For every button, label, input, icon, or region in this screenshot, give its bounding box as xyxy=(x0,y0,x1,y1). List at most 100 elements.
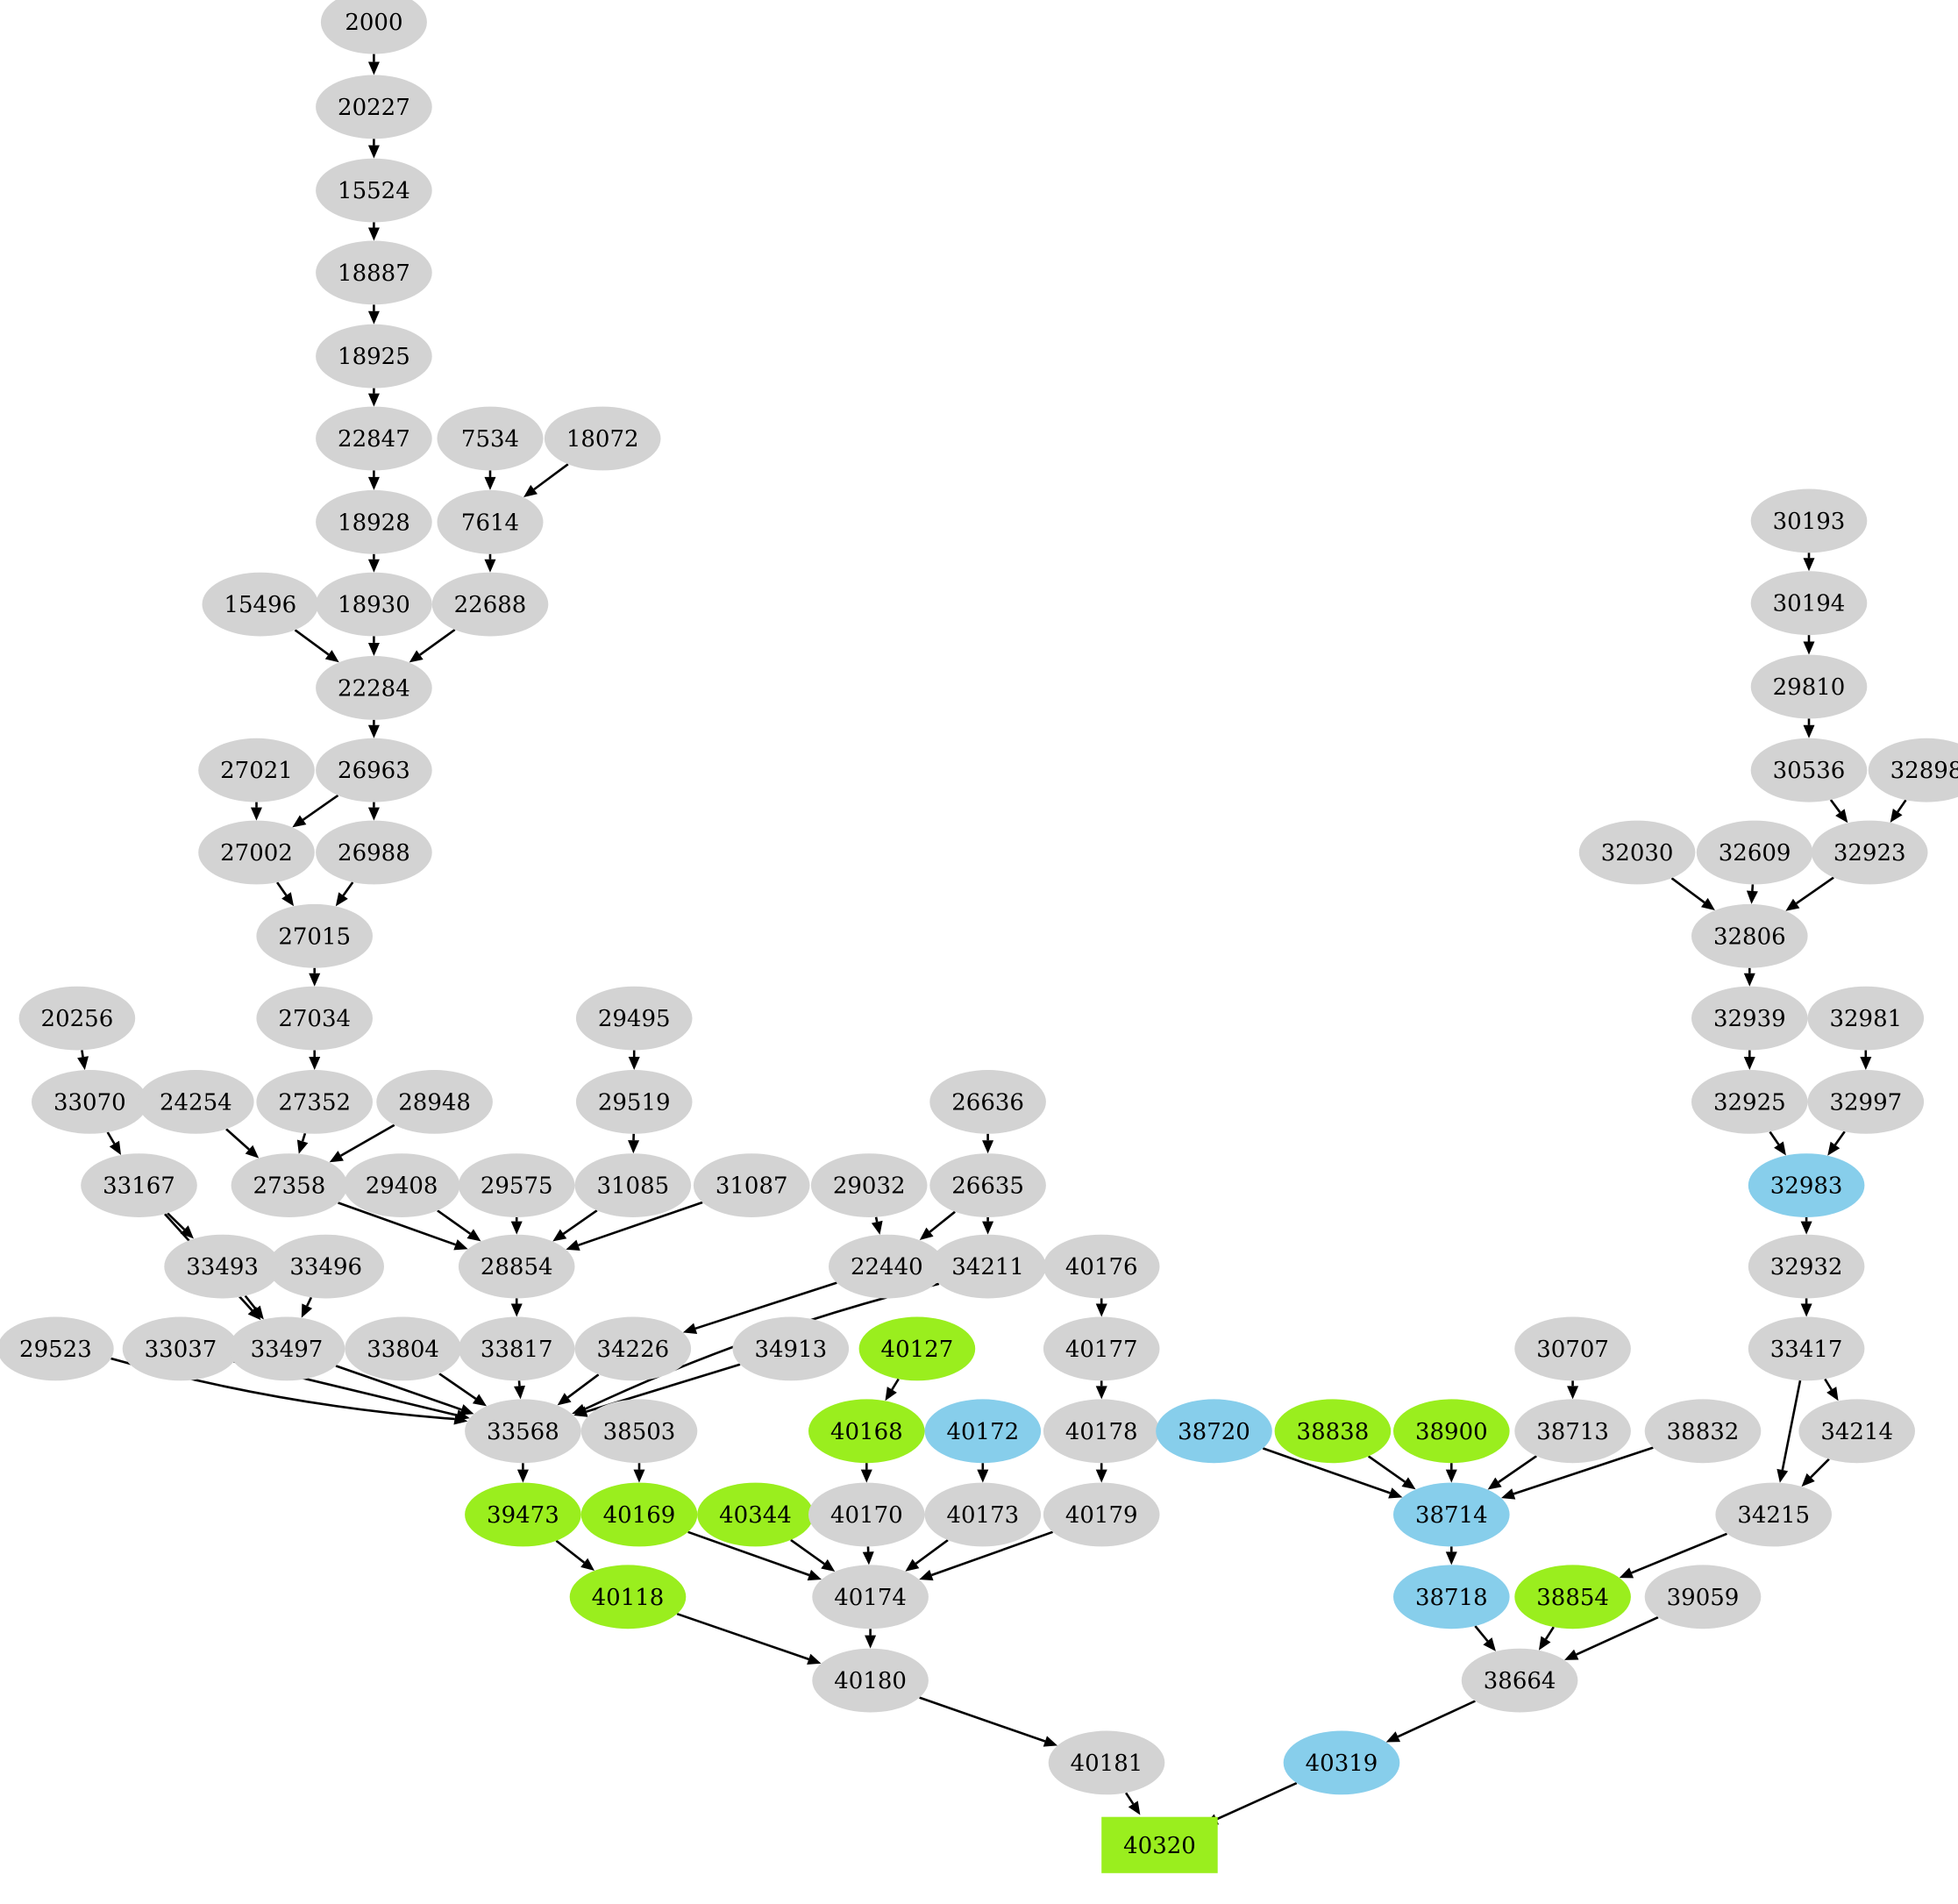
graph-node[interactable]: 32806 xyxy=(1691,903,1808,968)
node-shape[interactable] xyxy=(929,1153,1046,1217)
graph-node[interactable]: 40180 xyxy=(812,1648,929,1713)
node-shape[interactable] xyxy=(437,489,544,554)
node-shape[interactable] xyxy=(1393,1399,1510,1464)
node-shape[interactable] xyxy=(1696,820,1813,885)
graph-node[interactable]: 38900 xyxy=(1393,1399,1510,1464)
graph-node[interactable]: 18928 xyxy=(316,489,432,554)
node-shape[interactable] xyxy=(316,158,432,223)
node-shape[interactable] xyxy=(1750,488,1868,553)
graph-node[interactable]: 22284 xyxy=(316,656,432,720)
graph-node[interactable]: 34913 xyxy=(732,1316,850,1381)
node-shape[interactable] xyxy=(697,1482,814,1547)
node-shape[interactable] xyxy=(122,1316,239,1381)
graph-node[interactable]: 40118 xyxy=(569,1565,687,1629)
node-shape[interactable] xyxy=(1274,1399,1392,1464)
node-shape[interactable] xyxy=(1043,1482,1160,1547)
graph-node[interactable]: 27021 xyxy=(198,738,315,802)
node-shape[interactable] xyxy=(164,1234,281,1299)
node-shape[interactable] xyxy=(376,1070,493,1134)
node-shape[interactable] xyxy=(1283,1730,1400,1795)
graph-node[interactable]: 32981 xyxy=(1807,986,1925,1051)
node-shape[interactable] xyxy=(1748,1153,1865,1217)
graph-node[interactable]: 30194 xyxy=(1750,571,1868,636)
graph-node[interactable]: 40179 xyxy=(1043,1482,1160,1547)
graph-node[interactable]: 38713 xyxy=(1514,1399,1631,1464)
graph-node[interactable]: 38503 xyxy=(580,1399,698,1464)
node-shape[interactable] xyxy=(1691,986,1808,1051)
graph-node[interactable]: 22688 xyxy=(431,572,549,637)
node-shape[interactable] xyxy=(316,572,432,637)
graph-node[interactable]: 30707 xyxy=(1514,1316,1631,1381)
node-shape[interactable] xyxy=(316,656,432,720)
node-shape[interactable] xyxy=(1043,1316,1160,1381)
node-shape[interactable] xyxy=(256,903,374,968)
graph-node[interactable]: 32983 xyxy=(1748,1153,1865,1217)
graph-node[interactable]: 38718 xyxy=(1393,1565,1510,1629)
node-shape[interactable] xyxy=(316,406,432,471)
graph-node[interactable]: 15496 xyxy=(202,572,319,637)
graph-node[interactable]: 29495 xyxy=(575,986,693,1051)
graph-node[interactable]: 38854 xyxy=(1514,1565,1631,1629)
node-shape[interactable] xyxy=(1156,1399,1272,1464)
node-shape[interactable] xyxy=(316,75,432,139)
graph-node[interactable]: 24254 xyxy=(138,1070,254,1134)
node-shape[interactable] xyxy=(231,1153,348,1217)
graph-node[interactable]: 40170 xyxy=(808,1482,925,1547)
graph-node[interactable]: 26636 xyxy=(929,1070,1046,1134)
graph-node[interactable]: 33804 xyxy=(345,1316,461,1381)
node-shape[interactable] xyxy=(81,1153,197,1217)
node-shape[interactable] xyxy=(228,1316,345,1381)
node-shape[interactable] xyxy=(1393,1482,1510,1547)
graph-node[interactable]: 27015 xyxy=(256,903,374,968)
graph-node[interactable]: 31085 xyxy=(574,1153,692,1217)
graph-node[interactable]: 33496 xyxy=(267,1234,385,1299)
node-shape[interactable] xyxy=(0,1316,114,1381)
node-shape[interactable] xyxy=(316,489,432,554)
node-shape[interactable] xyxy=(267,1234,385,1299)
node-shape[interactable] xyxy=(465,1399,581,1464)
graph-node[interactable]: 33167 xyxy=(81,1153,197,1217)
node-shape[interactable] xyxy=(458,1153,575,1217)
node-shape[interactable] xyxy=(1644,1565,1762,1629)
graph-node[interactable]: 29032 xyxy=(810,1153,928,1217)
graph-node[interactable]: 40169 xyxy=(580,1482,698,1547)
node-shape[interactable] xyxy=(1807,986,1925,1051)
graph-node[interactable]: 34226 xyxy=(574,1316,692,1381)
graph-node[interactable]: 39473 xyxy=(465,1482,581,1547)
node-shape[interactable] xyxy=(924,1399,1042,1464)
graph-node[interactable]: 20256 xyxy=(18,986,136,1051)
node-shape[interactable] xyxy=(465,1482,581,1547)
node-shape[interactable] xyxy=(316,820,432,885)
graph-node[interactable]: 27358 xyxy=(231,1153,348,1217)
graph-node[interactable]: 27034 xyxy=(256,986,374,1051)
node-shape[interactable] xyxy=(316,240,432,305)
graph-node[interactable]: 2000 xyxy=(320,0,427,54)
graph-node[interactable]: 40344 xyxy=(697,1482,814,1547)
node-shape[interactable] xyxy=(1578,820,1696,885)
graph-node[interactable]: 28854 xyxy=(458,1234,575,1299)
node-shape[interactable] xyxy=(32,1070,148,1134)
node-shape[interactable] xyxy=(1043,1234,1160,1299)
graph-node[interactable]: 18072 xyxy=(544,406,661,471)
node-shape[interactable] xyxy=(1715,1482,1832,1547)
graph-node[interactable]: 38714 xyxy=(1393,1482,1510,1547)
node-shape[interactable] xyxy=(1691,903,1808,968)
graph-node[interactable]: 26635 xyxy=(929,1153,1046,1217)
graph-node[interactable]: 29575 xyxy=(458,1153,575,1217)
node-shape[interactable] xyxy=(808,1482,925,1547)
graph-node[interactable]: 34211 xyxy=(929,1234,1046,1299)
node-shape[interactable] xyxy=(316,738,432,802)
graph-node[interactable]: 40127 xyxy=(858,1316,976,1381)
node-shape[interactable] xyxy=(18,986,136,1051)
graph-node[interactable]: 34215 xyxy=(1715,1482,1832,1547)
node-shape[interactable] xyxy=(812,1565,929,1629)
node-shape[interactable] xyxy=(1048,1730,1165,1795)
graph-node[interactable]: 32030 xyxy=(1578,820,1696,885)
graph-node[interactable]: 38832 xyxy=(1644,1399,1762,1464)
node-shape[interactable] xyxy=(138,1070,254,1134)
graph-node[interactable]: 32997 xyxy=(1807,1070,1925,1134)
node-shape[interactable] xyxy=(256,1070,374,1134)
graph-node[interactable]: 18887 xyxy=(316,240,432,305)
graph-node[interactable]: 28948 xyxy=(376,1070,493,1134)
graph-node[interactable]: 40172 xyxy=(924,1399,1042,1464)
